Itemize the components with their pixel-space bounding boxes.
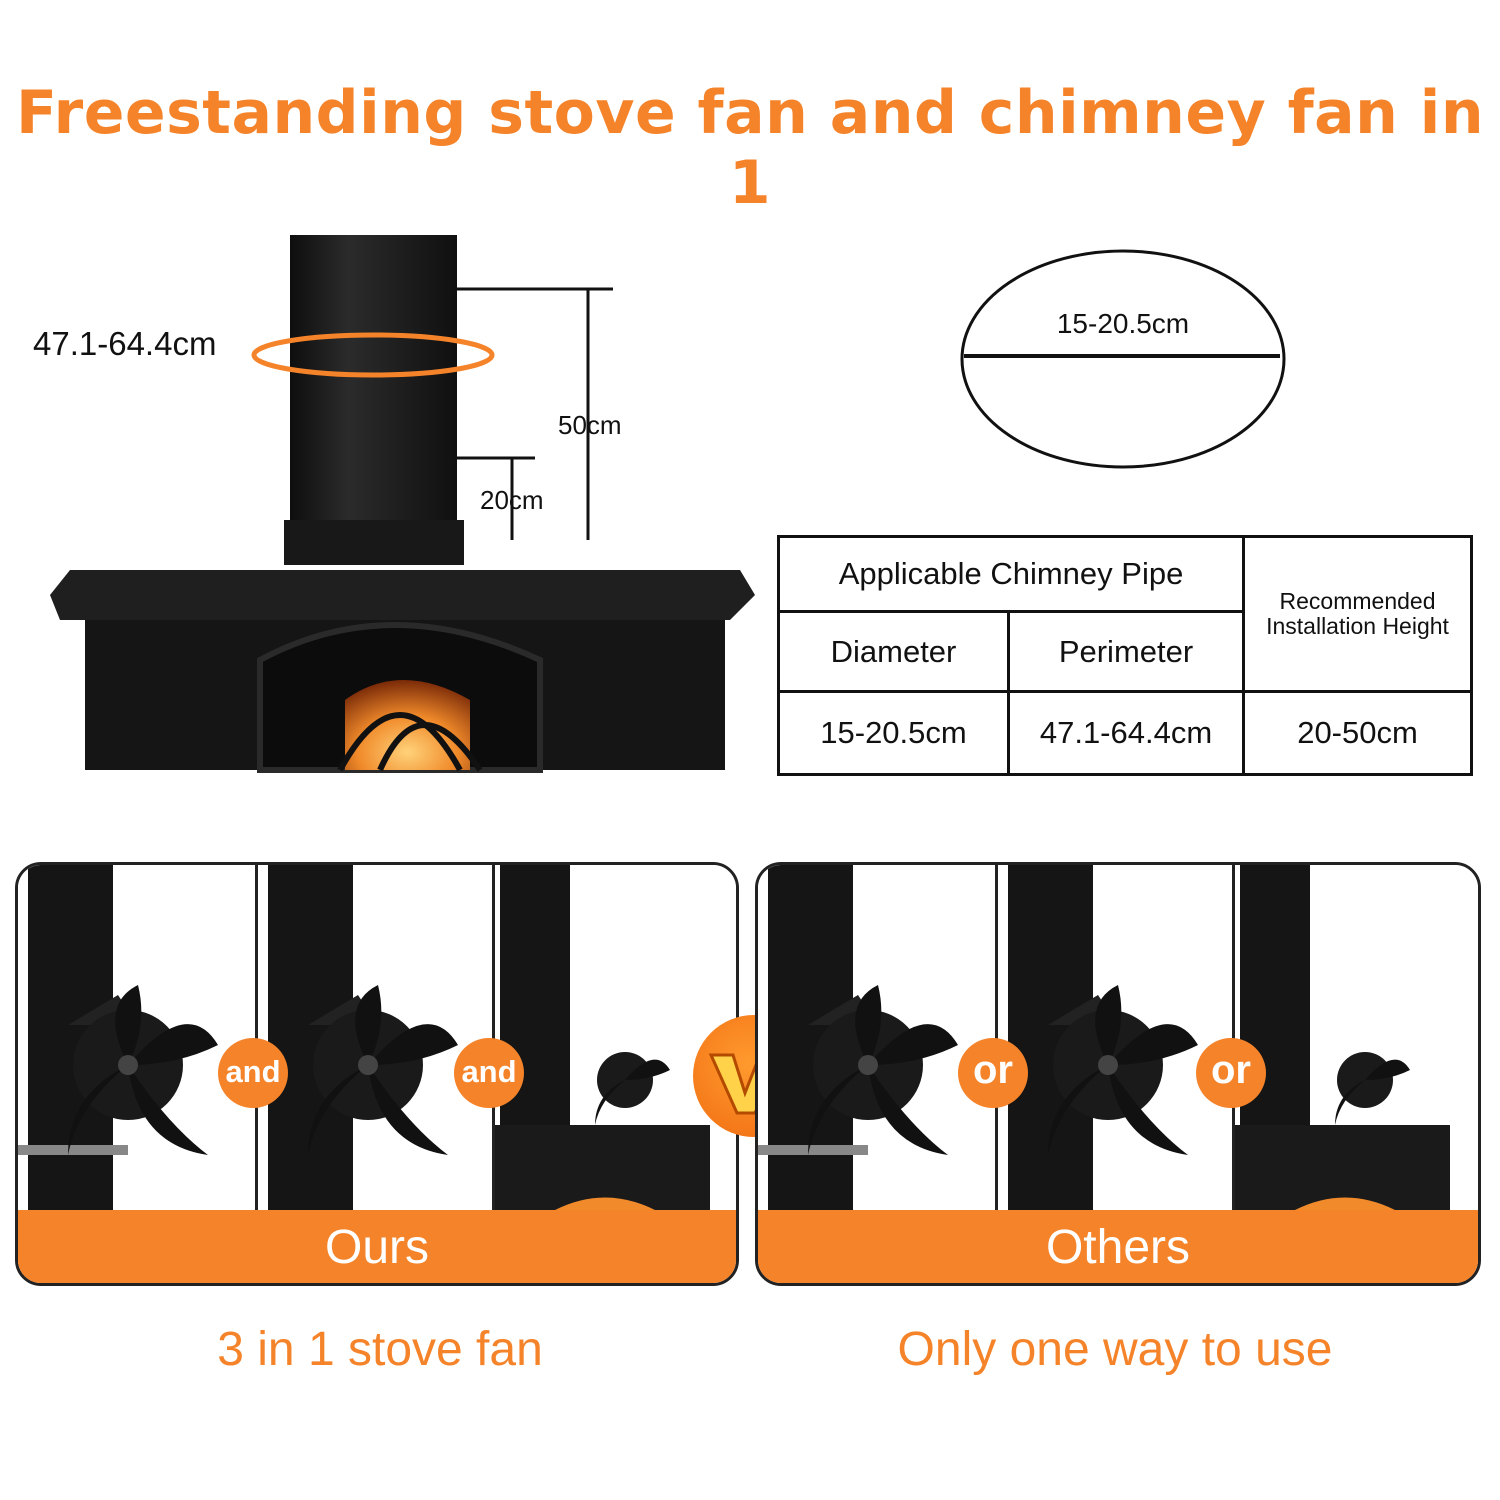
others-photo-2 xyxy=(998,865,1232,1210)
ours-divider-2 xyxy=(492,865,495,1210)
chimney-pipe xyxy=(290,235,457,535)
perimeter-ring xyxy=(251,332,495,378)
spec-height-value: 20-50cm xyxy=(1242,690,1474,776)
perimeter-label: 47.1-64.4cm xyxy=(33,325,217,362)
spec-diameter-value: 15-20.5cm xyxy=(777,690,1010,776)
others-photo-3 xyxy=(1235,865,1478,1210)
others-divider-2 xyxy=(1232,865,1235,1210)
stove-fire xyxy=(345,680,470,770)
height-min-label: 20cm xyxy=(480,485,544,515)
ours-panel: Ours xyxy=(15,862,739,1286)
spec-perimeter-header: Perimeter xyxy=(1006,610,1246,693)
ours-photo-3 xyxy=(495,865,736,1210)
others-or-badge-2: or xyxy=(1196,1038,1266,1108)
others-divider-1 xyxy=(995,865,998,1210)
ours-photo-2 xyxy=(258,865,492,1210)
spec-height-header: Recommended Installation Height xyxy=(1242,535,1474,693)
stove-top xyxy=(50,570,755,620)
others-photo-1 xyxy=(758,865,995,1210)
ours-caption: 3 in 1 stove fan xyxy=(217,1323,543,1376)
diameter-ellipse xyxy=(960,249,1286,469)
ours-and-badge-2: and xyxy=(454,1038,524,1108)
others-caption: Only one way to use xyxy=(897,1323,1333,1376)
others-or-badge-1: or xyxy=(958,1038,1028,1108)
spec-table-header: Applicable Chimney Pipe xyxy=(776,535,1246,613)
others-panel: Others xyxy=(755,862,1481,1286)
dimension-lines xyxy=(455,287,613,540)
spec-table: Applicable Chimney Pipe Recommended Inst… xyxy=(776,535,1474,776)
ours-label: Ours xyxy=(18,1210,736,1283)
page-title: Freestanding stove fan and chimney fan i… xyxy=(15,78,1485,218)
others-label: Others xyxy=(758,1210,1478,1283)
spec-perimeter-value: 47.1-64.4cm xyxy=(1006,690,1246,776)
ours-and-badge-1: and xyxy=(218,1038,288,1108)
height-max-label: 50cm xyxy=(558,410,622,440)
ours-photo-1 xyxy=(18,865,255,1210)
ours-divider-1 xyxy=(255,865,258,1210)
stove-illustration xyxy=(50,235,755,773)
diameter-label: 15-20.5cm xyxy=(1056,308,1190,339)
spec-diameter-header: Diameter xyxy=(777,610,1010,693)
